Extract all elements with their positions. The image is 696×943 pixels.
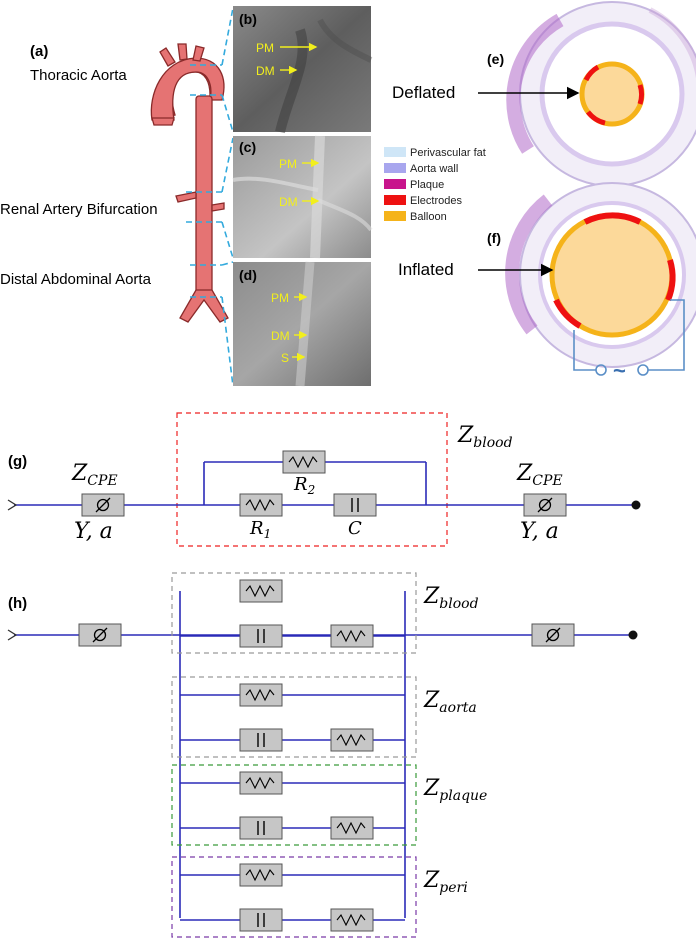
label-thoracic-aorta: Thoracic Aorta	[30, 67, 127, 84]
group-boundary-blood	[171, 572, 417, 654]
aorta-illustration	[150, 43, 229, 323]
panel-b: (b) PM DM	[233, 6, 373, 134]
cpe-left-h	[78, 623, 122, 647]
panel-h-letter: (h)	[8, 595, 27, 612]
resistor-bottom-aorta	[330, 728, 374, 752]
legend-label-4: Balloon	[410, 211, 447, 223]
capacitor-c-g	[333, 493, 377, 517]
panel-e: (e) Deflated	[392, 1, 696, 187]
resistor-top-blood	[239, 579, 283, 603]
label-c: C	[348, 518, 362, 539]
label-renal-bifurcation: Renal Artery Bifurcation	[0, 201, 158, 218]
label-params-left: Y, a	[74, 519, 113, 544]
group-boundary-plaque	[171, 764, 417, 846]
legend-label-1: Aorta wall	[410, 163, 458, 175]
electrode-f2	[665, 259, 676, 302]
legend-swatch-3	[384, 195, 406, 205]
resistor-top-plaque	[239, 771, 283, 795]
ac-source-symbol: ~	[613, 358, 626, 383]
legend-swatch-1	[384, 163, 406, 173]
label-z-peri: Zperi	[423, 868, 468, 896]
electrode-e1	[583, 64, 600, 82]
panel-g: (g)	[7, 412, 641, 547]
resistor-r2-g	[282, 450, 326, 474]
marker-dm-b: DM	[256, 64, 275, 78]
resistor-r1-g	[239, 493, 283, 517]
label-z-blood: Zblood	[423, 584, 479, 612]
electrode-e3	[586, 110, 606, 126]
label-deflated: Deflated	[392, 83, 455, 102]
label-inflated: Inflated	[398, 260, 454, 279]
marker-pm-b: PM	[256, 41, 274, 55]
group-boundary-peri	[171, 856, 417, 938]
resistor-bottom-plaque	[330, 816, 374, 840]
zblood-boundary-g	[176, 412, 448, 547]
capacitor-blood	[239, 624, 283, 648]
capacitor-aorta	[239, 728, 283, 752]
xray-image-c	[233, 136, 371, 258]
label-distal-abdominal-aorta: Distal Abdominal Aorta	[0, 271, 152, 288]
electrode-e2	[637, 84, 644, 105]
electrode-f3	[553, 298, 582, 329]
resistor-bottom-peri	[330, 908, 374, 932]
resistor-bottom-blood	[330, 624, 374, 648]
label-zcpe-left: ZCPE	[71, 461, 118, 489]
label-z-plaque: Zplaque	[423, 776, 487, 804]
panel-a-letter: (a)	[30, 43, 48, 60]
cpe-left-g	[81, 493, 125, 517]
zoom-guides	[186, 7, 234, 387]
legend-swatch-0	[384, 147, 406, 157]
legend-label-2: Plaque	[410, 179, 444, 191]
panel-f-letter: (f)	[487, 230, 501, 246]
panel-b-letter: (b)	[239, 11, 257, 27]
resistor-top-aorta	[239, 683, 283, 707]
legend-swatch-4	[384, 211, 406, 221]
capacitor-plaque	[239, 816, 283, 840]
cpe-right-h	[531, 623, 575, 647]
panel-d: (d) PM DM S	[233, 261, 371, 387]
label-zcpe-right: ZCPE	[516, 461, 563, 489]
label-z-aorta: Zaorta	[423, 688, 477, 716]
panel-f: ~ (f) Inflated	[398, 182, 696, 383]
legend-swatch-2	[384, 179, 406, 189]
marker-dm-c: DM	[279, 195, 298, 209]
marker-dm-d: DM	[271, 329, 290, 343]
marker-pm-d: PM	[271, 291, 289, 305]
resistor-top-peri	[239, 863, 283, 887]
capacitor-peri	[239, 908, 283, 932]
group-boundary-aorta	[171, 676, 417, 758]
panel-d-letter: (d)	[239, 267, 257, 283]
panel-e-letter: (e)	[487, 51, 504, 67]
panel-a: (a) Thoracic Aorta Renal Artery Bifurcat…	[0, 7, 234, 387]
panel-c-letter: (c)	[239, 139, 256, 155]
marker-s-d: S	[281, 351, 289, 365]
marker-pm-c: PM	[279, 157, 297, 171]
label-zblood-g: Zblood	[457, 423, 513, 451]
legend-label-3: Electrodes	[410, 195, 462, 207]
label-r2: R2	[293, 474, 315, 497]
panel-c: (c) PM DM	[232, 135, 373, 259]
label-params-right: Y, a	[520, 519, 559, 544]
legend-label-0: Perivascular fat	[410, 147, 486, 159]
label-r1: R1	[249, 518, 271, 541]
cpe-right-g	[523, 493, 567, 517]
electrode-f1	[583, 212, 642, 225]
panel-g-letter: (g)	[8, 453, 27, 470]
